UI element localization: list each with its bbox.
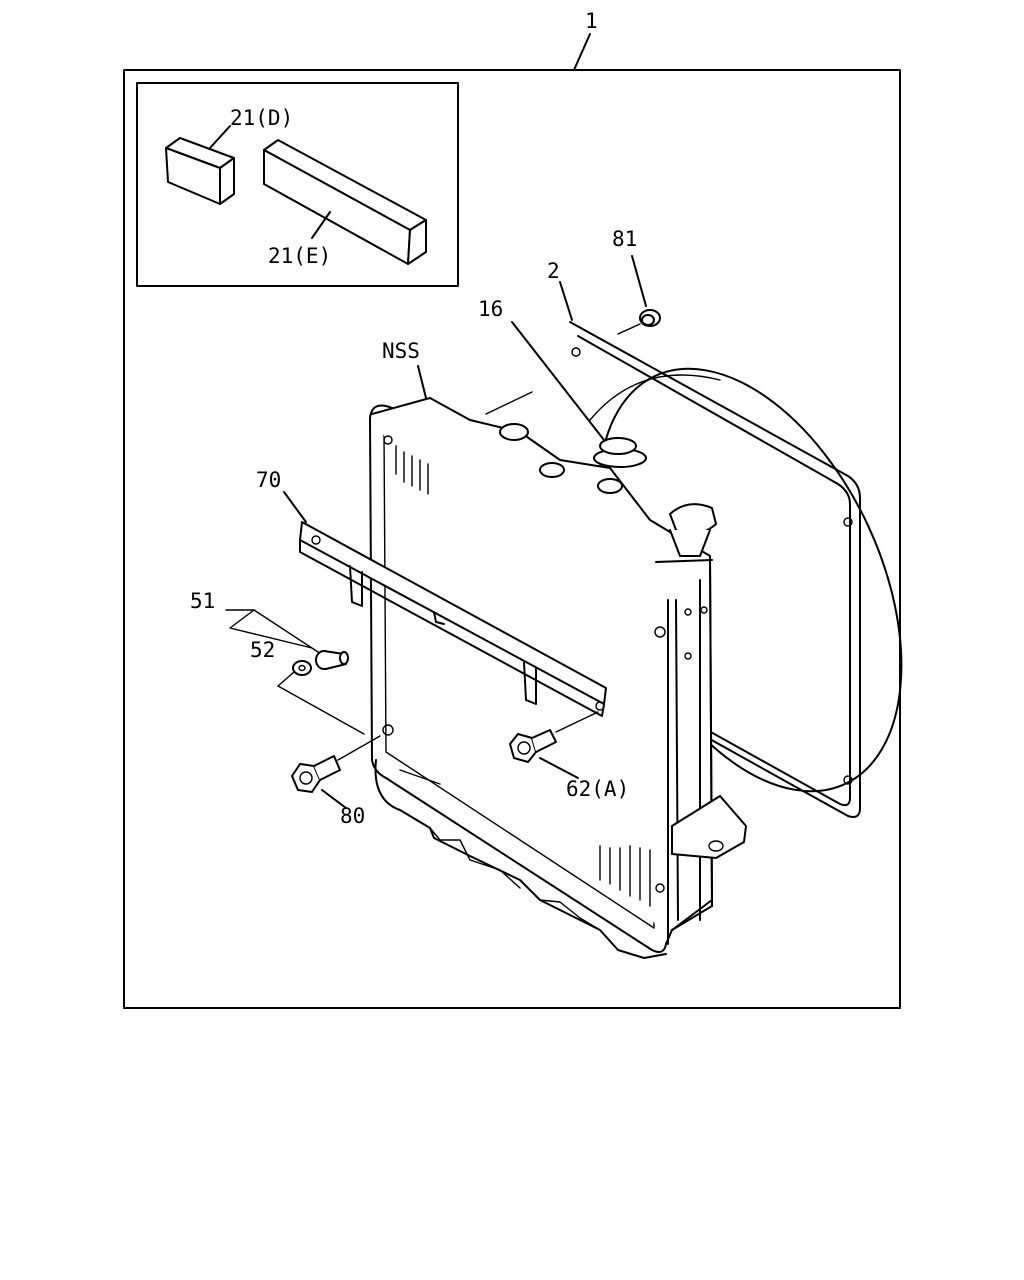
leader-80 — [321, 789, 347, 809]
label-nss: NSS — [382, 339, 420, 363]
leader-80-b — [337, 735, 381, 761]
bolt-80-part — [291, 755, 341, 793]
leader-51 — [225, 609, 313, 649]
key-d-part — [165, 137, 235, 205]
leader-52 — [277, 671, 295, 687]
key-e-part — [263, 139, 427, 265]
leader-62a — [539, 757, 579, 779]
radiator-cap-16 — [593, 437, 647, 468]
fan-shroud — [567, 321, 903, 818]
leader-1 — [573, 33, 591, 71]
inset-box — [136, 82, 459, 287]
bracket-70 — [299, 521, 607, 717]
leader-51-b — [253, 609, 319, 653]
label-1: 1 — [585, 9, 598, 33]
clip-81-part — [639, 309, 661, 327]
leader-62a-b — [555, 711, 599, 733]
lower-tank — [374, 759, 667, 959]
label-21e: 21(E) — [268, 244, 331, 268]
leader-21d — [209, 125, 231, 149]
label-62a: 62(A) — [566, 777, 629, 801]
bolt-62a-part — [509, 729, 557, 763]
radiator-core — [369, 397, 713, 953]
label-51: 51 — [190, 589, 215, 613]
upper-tank — [499, 423, 717, 557]
leader-nss-b — [485, 391, 533, 415]
leader-70 — [283, 491, 307, 523]
leader-16 — [511, 321, 605, 441]
leader-2 — [559, 281, 573, 321]
washer-52-part — [292, 660, 312, 676]
label-81: 81 — [612, 227, 637, 251]
leader-21e — [311, 211, 331, 239]
label-16: 16 — [478, 297, 503, 321]
bolt-51-part — [315, 650, 349, 670]
label-70: 70 — [256, 468, 281, 492]
side-bracket — [671, 795, 747, 859]
assembly-frame — [123, 69, 901, 1009]
core-fins — [395, 445, 651, 907]
label-2: 2 — [547, 259, 560, 283]
leader-nss — [417, 365, 427, 399]
label-80: 80 — [340, 804, 365, 828]
leader-81-b — [617, 323, 641, 335]
leader-81 — [631, 255, 647, 307]
label-52: 52 — [250, 638, 275, 662]
label-21d: 21(D) — [230, 106, 293, 130]
leader-52-b — [277, 685, 365, 735]
